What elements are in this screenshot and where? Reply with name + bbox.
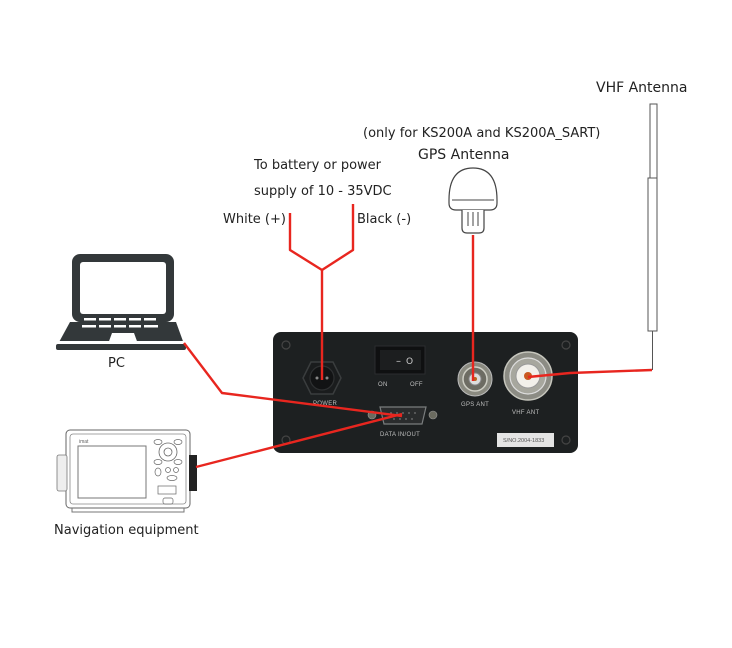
- power-wire-black: [321, 204, 355, 272]
- switch-off-symbol: O: [406, 357, 413, 367]
- power-wire-white: [288, 213, 323, 272]
- nav-data-wire: [195, 412, 403, 469]
- serial-number: S/NO.2004-1833: [503, 438, 544, 444]
- wires: [183, 204, 653, 469]
- power-switch[interactable]: – O ON OFF: [374, 345, 426, 388]
- gps-ant-connector: GPS ANT: [457, 361, 493, 408]
- black-wire-label: Black (-): [357, 212, 412, 227]
- data-port: DATA IN/OUT: [367, 406, 438, 438]
- switch-on-label: ON: [378, 382, 388, 388]
- navigation-equipment-label: Navigation equipment: [54, 523, 199, 538]
- gps-antenna-label: GPS Antenna: [418, 147, 510, 163]
- nav-brand-label: imat: [79, 439, 89, 445]
- power-supply-label-line1: To battery or power: [254, 158, 382, 173]
- pc-data-wire: [183, 342, 403, 418]
- vhf-wire: [527, 368, 653, 379]
- vhf-antenna-icon: [647, 103, 658, 370]
- white-wire-label: White (+): [223, 212, 286, 227]
- serial-number-plate: S/NO.2004-1833: [497, 433, 554, 447]
- pc-laptop-icon: [56, 254, 186, 350]
- gps-ant-label: GPS ANT: [461, 402, 489, 408]
- navigation-equipment-icon: imat: [56, 429, 197, 513]
- vhf-antenna-label: VHF Antenna: [596, 80, 688, 96]
- data-port-label: DATA IN/OUT: [380, 432, 420, 438]
- switch-on-symbol: –: [396, 356, 401, 367]
- switch-off-label: OFF: [410, 382, 423, 388]
- power-supply-label-line2: supply of 10 - 35VDC: [254, 184, 392, 199]
- gps-note-label: (only for KS200A and KS200A_SART): [363, 126, 601, 141]
- power-port-label: POWER: [313, 401, 338, 407]
- gps-antenna-icon: [448, 167, 498, 234]
- vhf-ant-label: VHF ANT: [512, 410, 539, 416]
- pc-label: PC: [108, 356, 125, 371]
